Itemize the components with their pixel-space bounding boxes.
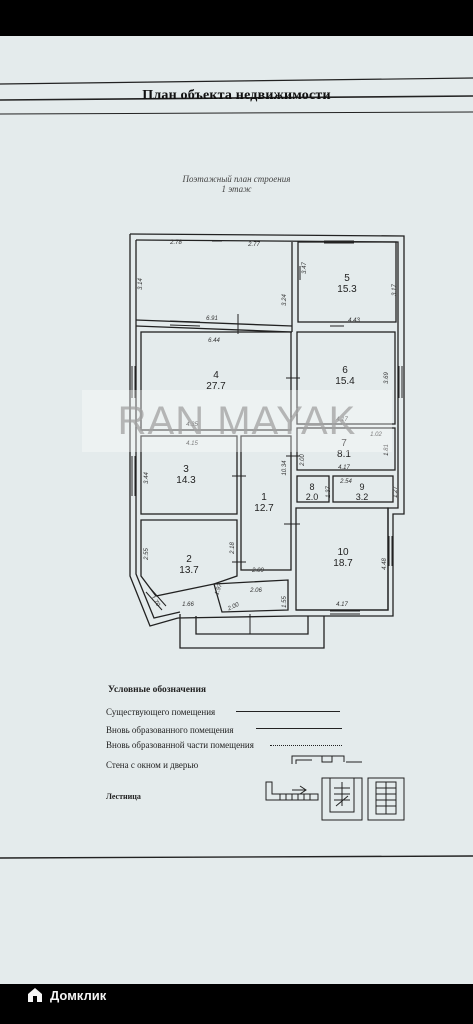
legend-new-room-line [256, 728, 342, 729]
dim-label: 1.37 [326, 486, 332, 498]
watermark: RAN MAYAK [82, 390, 392, 452]
legend-new-part-label: Вновь образованной части помещения [106, 740, 254, 750]
dim-label: 3.24 [282, 294, 288, 306]
dim-label: 3.47 [302, 262, 308, 274]
document-subtitle: Поэтажный план строения 1 этаж [0, 174, 473, 194]
subtitle-line-1: Поэтажный план строения [182, 174, 291, 184]
dim-label: 4.48 [382, 558, 388, 570]
legend-new-part-line [270, 745, 342, 746]
room-7-number: 7 [341, 438, 347, 449]
room-7-area: 8.1 [337, 449, 351, 460]
room-10-number: 10 [337, 547, 349, 558]
dim-label: 1.02 [370, 432, 382, 438]
sheet-frame [0, 77, 473, 859]
room-6-area: 15.4 [335, 376, 355, 387]
legend-title: Условные обозначения [108, 685, 207, 695]
dim-label: 1.55 [282, 596, 288, 608]
subtitle-line-2: 1 этаж [221, 184, 252, 194]
dim-label: 6.44 [208, 338, 220, 344]
room-4-number: 4 [213, 370, 219, 381]
room-8-area: 2.0 [306, 492, 319, 502]
dim-label: 6.91 [206, 316, 218, 322]
room-10-area: 18.7 [333, 558, 353, 569]
dim-label: 4.17 [336, 602, 348, 608]
dim-label: 2.00 [300, 454, 306, 467]
room-5-number: 5 [344, 273, 350, 284]
dim-label: 2.55 [144, 548, 150, 561]
room-2-area: 13.7 [179, 565, 199, 576]
dim-label: 4.35 [186, 422, 198, 428]
room-3-number: 3 [183, 464, 189, 475]
dim-label: 4.17 [338, 465, 350, 471]
dim-label: 1.70 [149, 595, 161, 609]
dim-label: 3.44 [144, 472, 150, 484]
dim-label: 2.54 [339, 479, 352, 485]
room-6-number: 6 [342, 365, 348, 376]
legend-symbols [265, 755, 405, 821]
brand-logo: Домклик [26, 986, 106, 1004]
room-9-area: 3.2 [356, 492, 369, 502]
dim-label: 3.14 [138, 278, 144, 290]
dim-label: 4.15 [186, 441, 198, 447]
dim-label: 2.18 [230, 542, 236, 555]
dim-label: 1.97 [214, 583, 224, 597]
dim-label: 3.17 [392, 284, 398, 296]
dim-label: 4.43 [348, 318, 360, 324]
legend-wall-label: Стена с окном и дверью [106, 760, 199, 770]
legend-stairs-label: Лестница [106, 792, 141, 801]
legend-existing-line [236, 711, 340, 712]
app-footer [0, 984, 473, 1024]
dim-label: 4.17 [336, 417, 348, 423]
dim-label: 2.77 [247, 242, 260, 248]
room-5-area: 15.3 [337, 284, 357, 295]
dim-label: 2.00 [226, 602, 241, 613]
dim-label: 1.81 [384, 444, 390, 456]
dim-label: 2.78 [169, 240, 182, 246]
dim-label: 10.34 [282, 460, 288, 476]
legend-existing-label: Существующего помещения [106, 707, 216, 717]
room-1-area: 12.7 [254, 503, 274, 514]
room-3-area: 14.3 [176, 475, 196, 486]
dim-label: 2.09 [251, 568, 264, 574]
dim-label: 1.27 [393, 486, 399, 498]
plan-sheet: План объекта недвижимости Поэтажный план… [0, 36, 473, 984]
house-icon [28, 988, 42, 1002]
room-1-number: 1 [261, 492, 267, 503]
room-2-number: 2 [186, 554, 192, 565]
document-title: План объекта недвижимости [142, 88, 331, 103]
floor-plan: 1 12.7 2 13.7 3 14.3 4 27.7 5 15.3 6 15.… [129, 233, 405, 649]
room-9-number: 9 [359, 482, 364, 492]
brand-name: Домклик [50, 987, 107, 1003]
legend-new-room-label: Вновь образованного помещения [106, 725, 234, 735]
dim-label: 3.69 [384, 372, 390, 384]
room-8-number: 8 [309, 482, 314, 492]
room-4-area: 27.7 [206, 381, 226, 392]
dim-label: 2.06 [249, 588, 262, 594]
dim-label: 1.66 [182, 602, 194, 608]
